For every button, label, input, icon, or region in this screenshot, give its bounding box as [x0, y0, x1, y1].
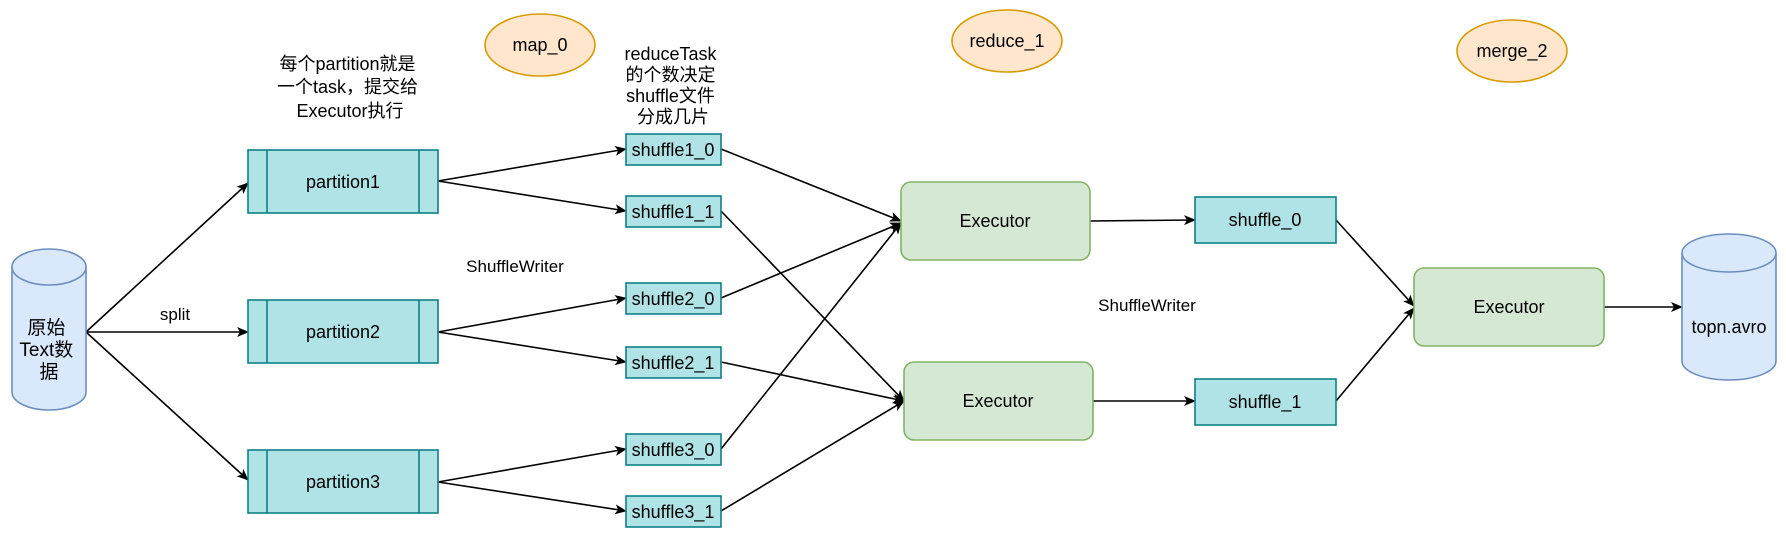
edge-shuffle3-1-to-executor-bottom [720, 400, 905, 512]
reduce-output-node: shuffle_0 [1194, 196, 1337, 244]
partition-note-line: 每个partition就是 [279, 54, 415, 74]
edges [85, 145, 1683, 515]
shuffle-writer-label: ShuffleWriter [466, 257, 564, 276]
reduce-executor-node: Executor [903, 361, 1094, 441]
shuffle-file-box [625, 195, 722, 228]
executor-label: Executor [962, 391, 1033, 411]
reduce-output-box [1194, 378, 1337, 426]
reduce-task-note-line: shuffle文件 [626, 86, 715, 106]
partition-box [247, 149, 439, 214]
output-cylinder-top [1681, 233, 1777, 273]
executor-box [900, 181, 1091, 261]
edge-partition1-to-shuffle1-1 [437, 180, 627, 215]
source-label-line: 据 [39, 361, 58, 383]
partition-label: partition2 [306, 322, 380, 342]
shuffle-file-node: shuffle1_0 [625, 133, 722, 166]
reduce-executor-node: Executor [900, 181, 1091, 261]
shuffle-file-label: shuffle1_1 [632, 202, 715, 223]
stage-ellipse [951, 9, 1063, 73]
shuffle-file-node: shuffle2_0 [625, 282, 722, 315]
shuffle-file-box [625, 495, 722, 528]
executor-box [903, 361, 1094, 441]
shuffle-file-label: shuffle3_1 [632, 502, 715, 523]
stage-label-reduce: reduce_1 [951, 9, 1063, 73]
edge-partition2-to-shuffle2-0 [437, 295, 627, 333]
source-cylinder-top [11, 248, 87, 286]
stage-ellipse [484, 13, 596, 77]
shuffle-file-label: shuffle2_0 [632, 289, 715, 310]
reduce-task-note-line: 分成几片 [637, 107, 709, 127]
partition-node: partition2 [247, 299, 439, 364]
shuffle-writer-label: ShuffleWriter [1098, 296, 1196, 315]
edge-partition1-to-shuffle1-0 [437, 145, 627, 182]
reduce-output-node: shuffle_1 [1194, 378, 1337, 426]
shuffle-file-label: shuffle1_0 [632, 140, 715, 161]
stage-label: reduce_1 [969, 31, 1044, 52]
edge-source-to-partition1 [85, 182, 249, 333]
reduce-task-note-line: 的个数决定 [625, 65, 715, 85]
shuffle-file-label: shuffle3_0 [632, 440, 715, 461]
source-cylinder-body [11, 267, 87, 411]
output-cylinder-body [1681, 253, 1777, 381]
reduce-output-box [1194, 196, 1337, 244]
shuffle-file-node: shuffle2_1 [625, 346, 722, 379]
stage-ellipse [1456, 19, 1568, 83]
edge-partition3-to-shuffle3-1 [437, 481, 627, 515]
edge-source-to-partition3 [85, 331, 249, 481]
edge-shuffle1-1-to-executor-bottom [720, 210, 905, 402]
partition-note-line: Executor执行 [296, 101, 403, 121]
stage-label-merge: merge_2 [1456, 19, 1568, 83]
stage-label: map_0 [512, 35, 567, 56]
source-label-line: Text数 [19, 339, 73, 361]
reduce-task-note-line: reduceTask [624, 44, 717, 64]
executor-label: Executor [1473, 297, 1544, 317]
output-label: topn.avro [1691, 317, 1766, 337]
split-label: split [160, 305, 191, 324]
merge-executor-node: Executor [1413, 267, 1605, 347]
reduce-output-label: shuffle_1 [1229, 392, 1302, 413]
edge-shuffle-0-to-merge-executor [1335, 219, 1415, 307]
edge-shuffle2-0-to-executor-top [720, 222, 902, 299]
shuffle-file-box [625, 282, 722, 315]
partition-box [247, 449, 439, 514]
shuffle-file-box [625, 133, 722, 166]
source-label: 原始 Text数 据 [19, 317, 78, 383]
edge-shuffle-1-to-merge-executor [1335, 307, 1415, 402]
source-database: 原始 Text数 据 [11, 248, 87, 411]
partition-label: partition3 [306, 472, 380, 492]
edge-partition3-to-shuffle3-0 [437, 445, 627, 483]
shuffle-file-node: shuffle3_0 [625, 433, 722, 466]
reduce-output-label: shuffle_0 [1229, 210, 1302, 231]
edge-partition2-to-shuffle2-1 [437, 331, 627, 366]
source-label-line: 原始 [27, 317, 65, 339]
partition-note-line: 一个task，提交给 [277, 77, 418, 97]
stage-label-map: map_0 [484, 13, 596, 77]
shuffle-file-label: shuffle2_1 [632, 353, 715, 374]
shuffle-file-node: shuffle1_1 [625, 195, 722, 228]
edge-shuffle1-0-to-executor-top [720, 148, 902, 222]
partition-label: partition1 [306, 172, 380, 192]
partition-node: partition3 [247, 449, 439, 514]
edge-shuffle3-0-to-executor-top [720, 222, 902, 450]
partition-node: partition1 [247, 149, 439, 214]
output-database: topn.avro [1681, 233, 1777, 381]
reduce-task-note: reduceTask 的个数决定 shuffle文件 分成几片 [624, 44, 721, 127]
shuffle-file-box [625, 433, 722, 466]
partition-box [247, 299, 439, 364]
edge-executor-top-to-shuffle-0 [1089, 215, 1196, 226]
executor-label: Executor [959, 211, 1030, 231]
edge-shuffle2-1-to-executor-bottom [720, 361, 905, 404]
executor-box [1413, 267, 1605, 347]
shuffle-file-node: shuffle3_1 [625, 495, 722, 528]
shuffle-file-box [625, 346, 722, 379]
partition-note: 每个partition就是 一个task，提交给 Executor执行 [277, 54, 423, 121]
stage-label: merge_2 [1476, 41, 1547, 62]
